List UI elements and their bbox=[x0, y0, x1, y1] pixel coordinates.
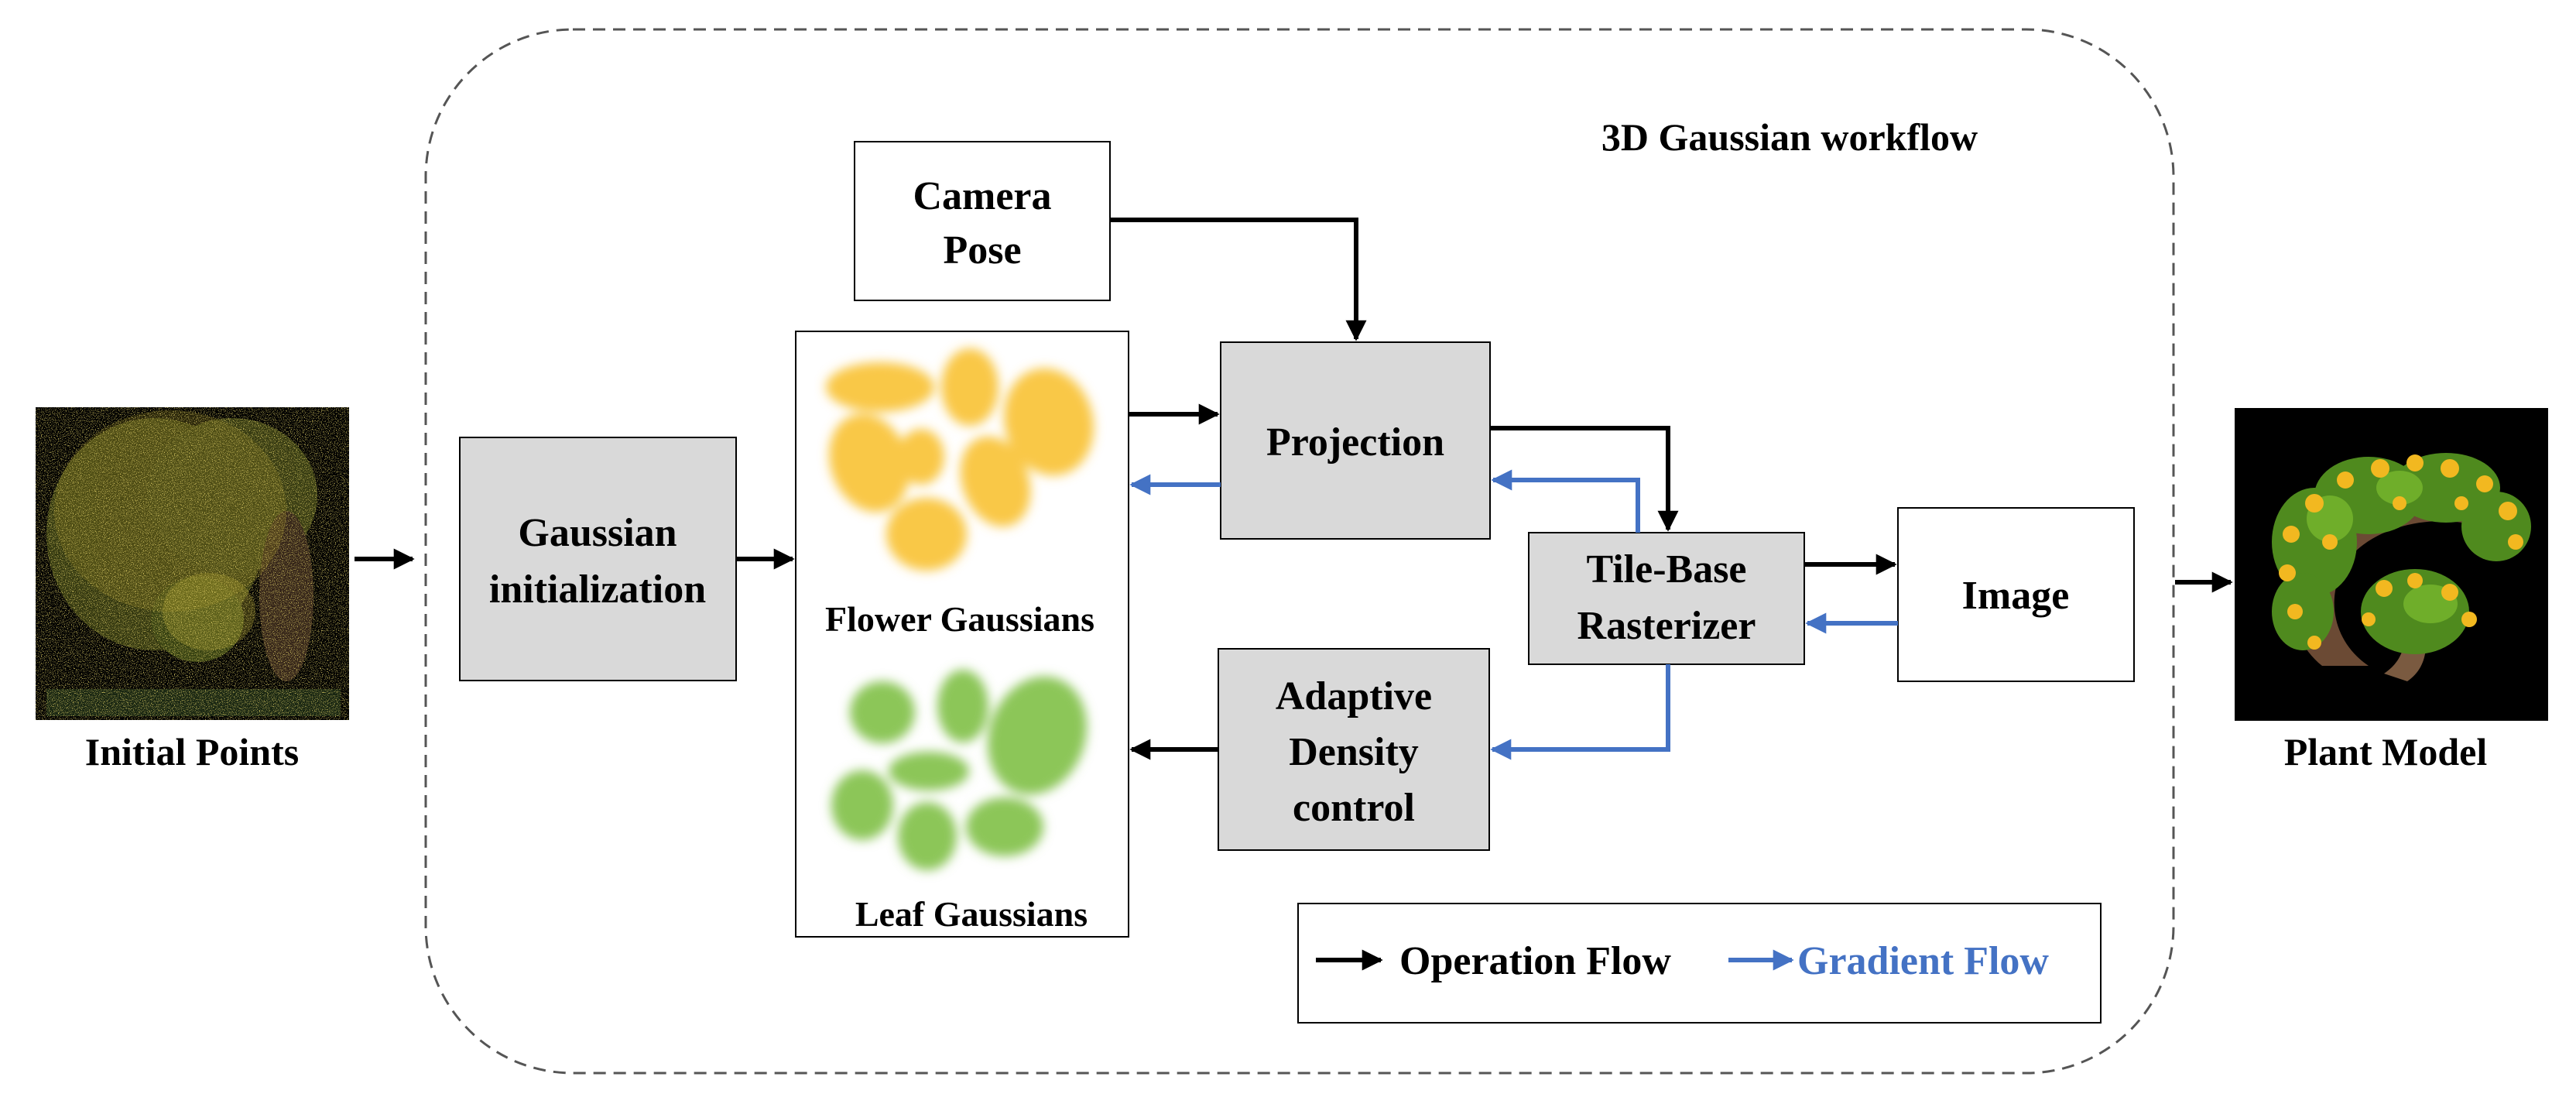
gaussian-init-line2: initialization bbox=[489, 568, 706, 612]
camera-pose-line2: Pose bbox=[943, 228, 1021, 273]
projection-label: Projection bbox=[1266, 420, 1444, 465]
plant-model-image bbox=[2235, 408, 2548, 721]
gaussians-panel: Flower Gaussians Leaf Gaussians bbox=[795, 331, 1129, 938]
initial-points-image bbox=[36, 407, 349, 720]
adaptive-line1: Adaptive bbox=[1276, 674, 1432, 718]
camera-pose-line1: Camera bbox=[913, 174, 1051, 218]
projection-box: Projection bbox=[1220, 341, 1491, 540]
rasterizer-line2: Rasterizer bbox=[1577, 604, 1756, 648]
rasterizer-box: Tile-Base Rasterizer bbox=[1528, 532, 1805, 665]
legend-operation-label: Operation Flow bbox=[1399, 939, 1671, 983]
workflow-container bbox=[424, 28, 2175, 1075]
arrow-projection-to-rasterizer bbox=[1490, 426, 1679, 532]
arrow-camera-to-projection bbox=[1110, 218, 1367, 341]
image-label: Image bbox=[1962, 574, 2070, 618]
plant-model-caption: Plant Model bbox=[2284, 730, 2488, 773]
gradient-rasterizer-to-projection bbox=[1491, 469, 1640, 533]
adaptive-density-box: Adaptive Density control bbox=[1218, 648, 1490, 851]
adaptive-line3: control bbox=[1293, 786, 1415, 830]
camera-pose-box: Camera Pose bbox=[854, 141, 1111, 301]
workflow-title: 3D Gaussian workflow bbox=[1601, 115, 1978, 159]
image-box: Image bbox=[1897, 507, 2135, 682]
gaussian-initialization-box: Gaussian initialization bbox=[459, 437, 737, 681]
initial-points-caption: Initial Points bbox=[85, 730, 299, 773]
leaf-gaussians-cluster bbox=[831, 670, 1088, 870]
flower-gaussians-cluster bbox=[826, 348, 1094, 571]
rasterizer-line1: Tile-Base bbox=[1586, 547, 1746, 592]
legend-gradient-label: Gradient Flow bbox=[1797, 939, 2049, 983]
leaf-gaussians-caption: Leaf Gaussians bbox=[855, 894, 1088, 934]
gaussian-init-line1: Gaussian bbox=[518, 511, 677, 555]
adaptive-line2: Density bbox=[1289, 730, 1419, 774]
legend: Operation Flow Gradient Flow bbox=[1297, 903, 2102, 1024]
flower-gaussians-caption: Flower Gaussians bbox=[825, 599, 1094, 639]
gradient-rasterizer-to-adaptive bbox=[1490, 664, 1670, 760]
